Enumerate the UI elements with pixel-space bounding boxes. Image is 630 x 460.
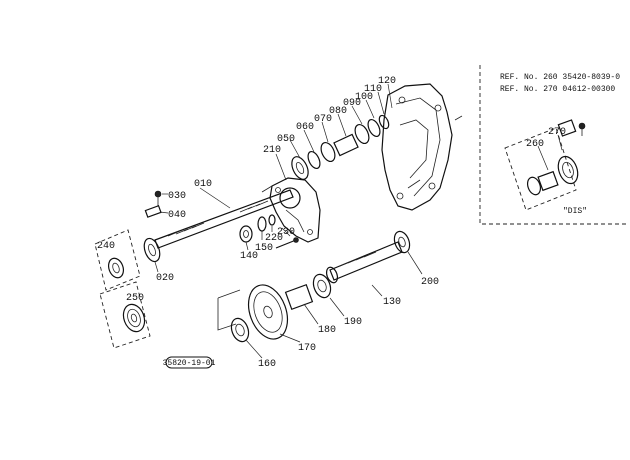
label-090: 090 xyxy=(343,98,361,109)
label-230: 230 xyxy=(277,227,295,238)
label-130: 130 xyxy=(383,297,401,308)
leader-lines xyxy=(154,83,423,359)
figure-code-badge: 35820-19-01 xyxy=(163,356,216,369)
label-030: 030 xyxy=(168,191,186,202)
label-120: 120 xyxy=(378,76,396,87)
label-270: 270 xyxy=(548,127,566,138)
figure-code: 35820-19-01 xyxy=(163,359,216,368)
ref-line-1: REF. No. 260 35420-8039-0 xyxy=(500,73,620,82)
label-040: 040 xyxy=(168,210,186,221)
bearing-200 xyxy=(393,230,411,254)
label-210: 210 xyxy=(263,145,281,156)
label-150: 150 xyxy=(255,243,273,254)
inset-240 xyxy=(94,229,141,291)
label-200: 200 xyxy=(421,277,439,288)
label-260: 260 xyxy=(526,139,544,150)
inset-250 xyxy=(99,281,151,349)
label-050: 050 xyxy=(277,134,295,145)
label-180: 180 xyxy=(318,325,336,336)
part-labels: 010 020 030 040 050 060 070 080 090 100 … xyxy=(97,76,439,370)
inset-caption: "DIS" xyxy=(563,207,587,216)
label-010: 010 xyxy=(194,179,212,190)
label-240: 240 xyxy=(97,241,115,252)
label-190: 190 xyxy=(344,317,362,328)
pin-030-key-040 xyxy=(144,190,162,218)
label-020: 020 xyxy=(156,273,174,284)
bearing-stack-upper xyxy=(291,114,390,180)
label-080: 080 xyxy=(329,106,347,117)
label-250: 250 xyxy=(126,293,144,304)
bearing-020 xyxy=(143,237,161,263)
label-160: 160 xyxy=(258,359,276,370)
label-170: 170 xyxy=(298,343,316,354)
label-110: 110 xyxy=(364,84,382,95)
label-060: 060 xyxy=(296,122,314,133)
label-070: 070 xyxy=(314,114,332,125)
ref-line-2: REF. No. 270 04612-00300 xyxy=(500,85,615,94)
dis-inset: REF. No. 260 35420-8039-0 REF. No. 270 0… xyxy=(479,65,628,225)
transmission-case xyxy=(381,83,463,211)
label-100: 100 xyxy=(355,92,373,103)
lower-gear-group xyxy=(217,273,332,343)
label-140: 140 xyxy=(240,251,258,262)
shaft-130 xyxy=(325,241,403,284)
label-220: 220 xyxy=(265,233,283,244)
